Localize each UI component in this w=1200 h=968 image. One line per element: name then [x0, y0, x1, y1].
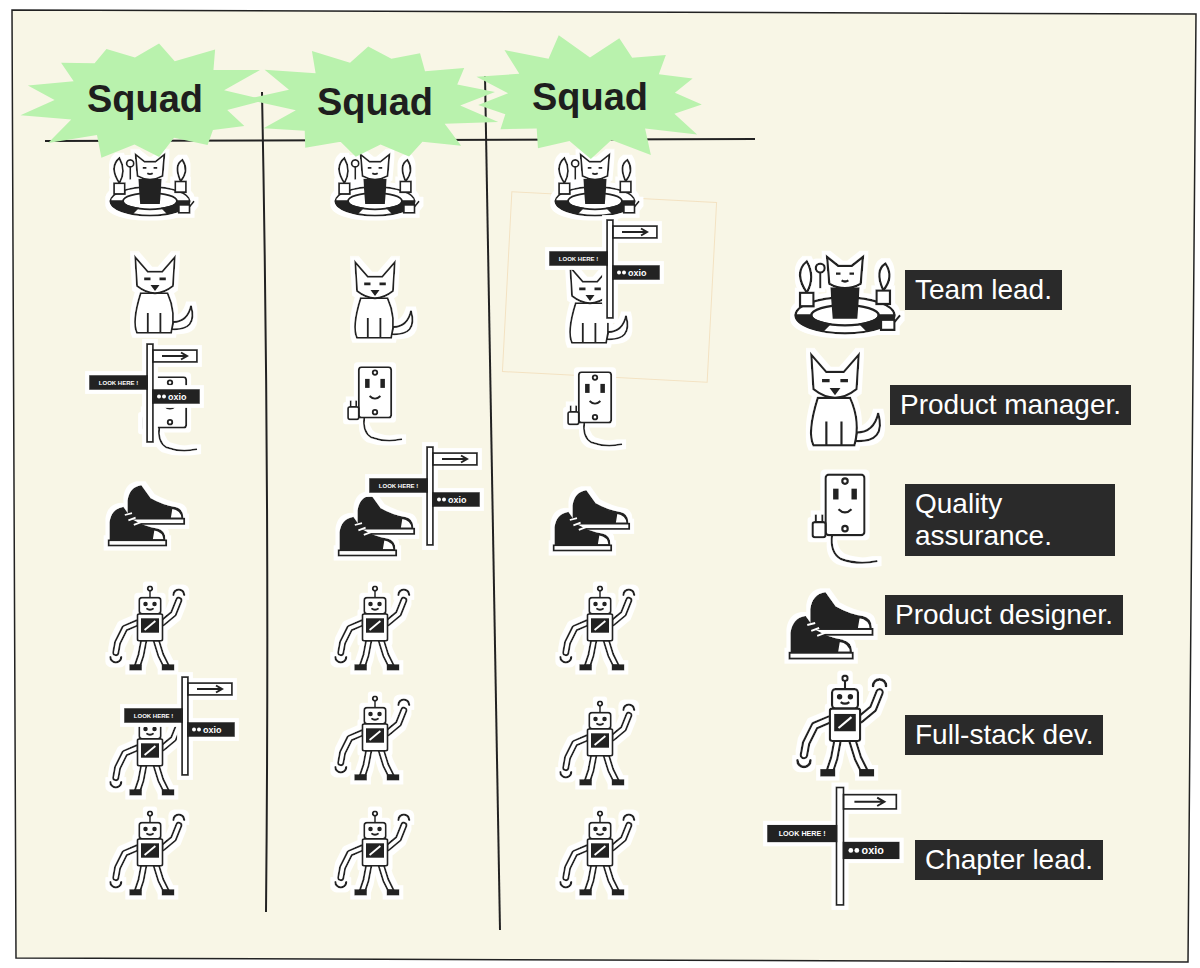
signpost-sticker [90, 344, 199, 442]
sign-text: LOOK HERE ! [559, 256, 598, 262]
sign-text: LOOK HERE ! [779, 830, 826, 837]
column-divider [485, 76, 500, 930]
outlet-sticker [813, 475, 878, 563]
sign-text: oxio [862, 845, 884, 856]
signpost-sticker [125, 677, 234, 775]
role-label: Team lead. [905, 270, 1062, 310]
sneaker-sticker [339, 496, 415, 555]
fox-sticker [355, 262, 413, 338]
sneaker-sticker [109, 486, 185, 545]
outlet-sticker [348, 367, 402, 440]
sign-text: oxio [168, 392, 187, 401]
team-lead-sticker [335, 154, 419, 215]
team-lead-sticker [555, 154, 639, 215]
role-label: Chapter lead. [915, 840, 1103, 880]
team-lead-sticker [110, 154, 194, 215]
robot-sticker [335, 586, 409, 669]
role-label: Quality assurance. [905, 484, 1115, 556]
robot-sticker [797, 676, 886, 776]
robot-sticker [335, 696, 409, 779]
robot-sticker [560, 586, 634, 669]
signpost-sticker [768, 787, 899, 905]
team-lead-sticker [796, 257, 901, 334]
fox-sticker [811, 355, 880, 446]
squad-title: Squad [532, 77, 648, 119]
outlet-sticker [568, 372, 622, 445]
burst-fill [476, 35, 701, 159]
robot-sticker [335, 811, 409, 894]
robot-sticker [560, 811, 634, 894]
robot-sticker [110, 586, 184, 669]
column-divider [262, 92, 267, 912]
robot-sticker [560, 701, 634, 784]
role-label: Full-stack dev. [905, 715, 1103, 755]
burst-fill [246, 47, 498, 157]
squad-burst: Squad [245, 38, 506, 168]
squad-title: Squad [317, 82, 433, 124]
sign-text: oxio [448, 495, 467, 504]
role-label: Product manager. [890, 385, 1131, 425]
sign-text: LOOK HERE ! [379, 483, 418, 489]
sign-text: LOOK HERE ! [134, 713, 173, 719]
squad-title: Squad [87, 79, 203, 121]
squad-burst: Squad [460, 33, 721, 163]
signpost-sticker [370, 447, 479, 545]
sneaker-sticker [789, 593, 872, 658]
squad-burst: Squad [15, 35, 276, 165]
sign-text: oxio [628, 268, 647, 277]
selection-frame [502, 192, 716, 382]
role-label: Product designer. [885, 595, 1123, 635]
robot-sticker [110, 811, 184, 894]
sign-text: LOOK HERE ! [99, 380, 138, 386]
fox-sticker [135, 257, 193, 333]
sneaker-sticker [554, 491, 630, 550]
signpost-sticker [550, 220, 659, 318]
paper-sheet [12, 10, 1196, 962]
sign-text: oxio [203, 725, 222, 734]
robot-sticker [110, 711, 184, 794]
burst-fill [20, 44, 265, 158]
